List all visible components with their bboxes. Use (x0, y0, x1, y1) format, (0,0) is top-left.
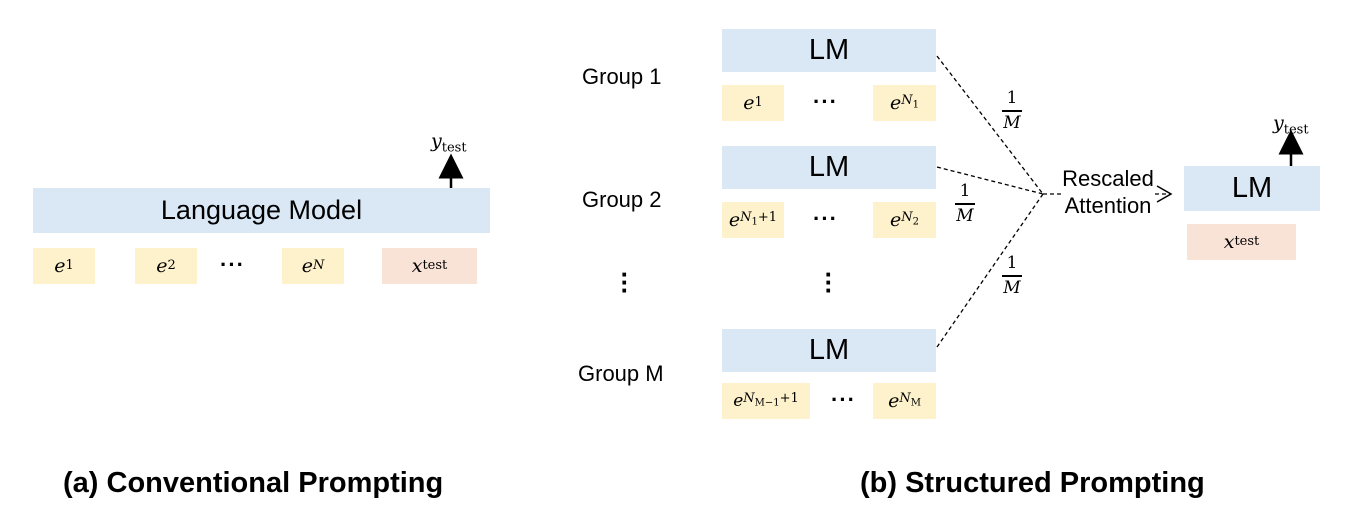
group2-attention-line (936, 166, 1044, 195)
language-model-box: Language Model (33, 188, 490, 233)
output-y-test-b: ytest (1273, 112, 1309, 138)
vertical-ellipsis-labels: ··· (620, 259, 630, 305)
rescaled-attention-label: Rescaled Attention (1060, 165, 1156, 219)
caption-a: (a) Conventional Prompting (63, 467, 444, 499)
group-m-label: Group M (578, 361, 664, 386)
group-m-lm-box: LM (722, 329, 936, 372)
group-1-lm-box: LM (722, 29, 936, 72)
caption-b: (b) Structured Prompting (860, 467, 1205, 499)
group-2-lm-box: LM (722, 146, 936, 189)
rescaled-attention-arrowhead (1156, 185, 1173, 203)
ellipsis-a: ··· (220, 252, 245, 277)
group1-attention-line (936, 55, 1044, 195)
group-1-ellipsis: ··· (813, 89, 838, 114)
group-2-ellipsis: ··· (813, 206, 838, 231)
groupM-attention-line (936, 193, 1044, 348)
vertical-ellipsis-groups: ··· (824, 259, 834, 305)
output-y-test-a: ytest (431, 130, 467, 156)
final-lm-box: LM (1184, 166, 1320, 211)
group-2-label: Group 2 (582, 187, 662, 212)
group-1-label: Group 1 (582, 64, 662, 89)
group-m-ellipsis: ··· (831, 387, 856, 412)
